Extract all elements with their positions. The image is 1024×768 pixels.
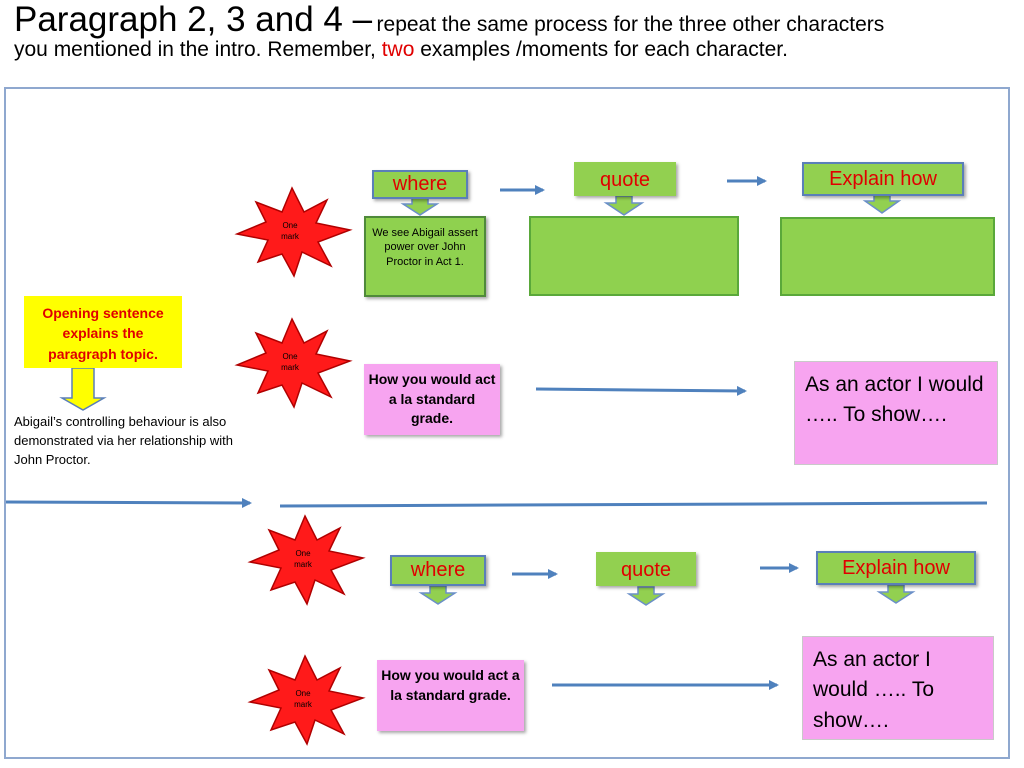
where-label-2: where [390,555,486,586]
title-line2-red: two [381,38,415,62]
where-label-1: where [372,170,468,199]
quote-label-1: quote [574,162,676,196]
explain-label-1: Explain how [802,162,964,196]
explain-label-2: Explain how [816,551,976,585]
actor-prompt-1: How you would act a la standard grade. [364,364,500,435]
green-down-arrow [626,586,666,606]
green-down-arrow [603,195,645,216]
opening-sentence-box: Opening sentence explains the paragraph … [24,296,182,368]
where-content-1: We see Abigail assert power over John Pr… [364,216,486,297]
star-1-line2: mark [281,232,300,241]
star-3-line1: One [295,549,311,558]
quote-content-box-1 [529,216,739,296]
green-down-arrow [862,193,902,214]
green-down-arrow [876,584,916,604]
green-down-arrow [418,585,458,605]
abigail-sentence: Abigail’s controlling behaviour is also … [14,414,233,467]
green-down-arrow [400,196,440,216]
quote-label-2: quote [596,552,696,586]
star-2-line1: One [282,352,298,361]
star-badge-1: One mark [234,186,353,278]
title-rest: repeat the same process for the three ot… [376,13,885,36]
yellow-down-arrow [59,367,107,411]
actor-response-1: As an actor I would ….. To show…. [794,361,998,465]
star-1-line1: One [282,221,298,230]
actor-response-2: As an actor I would ….. To show…. [802,636,994,740]
star-4-line2: mark [294,700,313,709]
slide-title: Paragraph 2, 3 and 4 – repeat the same p… [14,0,1014,62]
explain-content-box-1 [780,217,995,296]
star-badge-2: One mark [234,317,353,409]
title-main: Paragraph 2, 3 and 4 – [14,0,373,39]
title-line2-after: examples /moments for each character. [420,38,788,62]
content-frame [4,87,1010,759]
arrow-left-divider [5,497,252,508]
star-badge-3: One mark [247,514,366,606]
actor-prompt-2: How you would act a la standard grade. [377,660,524,731]
star-badge-4: One mark [247,654,366,746]
divider-line [279,501,988,508]
star-2-line2: mark [281,363,300,372]
arrow-actor-1 [535,385,747,396]
star-4-line1: One [295,689,311,698]
star-3-line2: mark [294,560,313,569]
title-line2-before: you mentioned in the intro. Remember, [14,38,376,62]
